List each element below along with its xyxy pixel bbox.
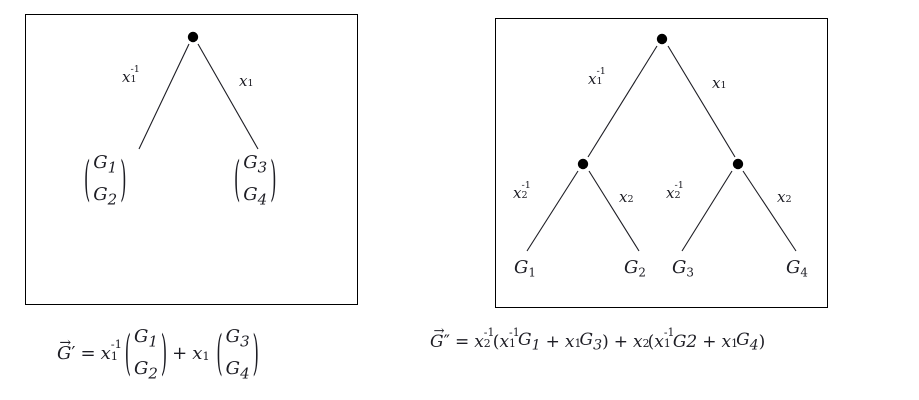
left-equation-lhs: →G′ [57, 335, 76, 365]
right-edge-left-inner-to-G1 [526, 170, 579, 252]
plus-sign-1: + [545, 331, 560, 352]
right-leaf-G1: G1 [514, 257, 536, 280]
right-edge-left-inner-to-G2 [588, 170, 640, 252]
right-edge-root-to-right-inner [667, 45, 736, 158]
equals-sign: = [454, 331, 470, 352]
G4-token: G4 [736, 330, 759, 354]
left-edge-root-to-left [138, 43, 190, 150]
right-edge-root-to-left-inner [587, 45, 658, 158]
vector-right-paren: ) [120, 149, 127, 207]
left-edge-root-to-right [197, 43, 259, 150]
vector-row-1: G1 [93, 152, 118, 177]
right-edge-right-inner-to-G3 [681, 170, 733, 252]
vector-row-2: G2 [133, 357, 158, 383]
left-root-node-dot [187, 31, 199, 43]
left-vector-G1-G2: ( G1 G2 ) [84, 148, 126, 212]
right-root-node-dot [656, 33, 668, 45]
vector-right-paren: ) [270, 149, 277, 207]
vector-right-paren: ) [160, 323, 168, 381]
vector-left-paren: ( [216, 323, 223, 381]
right-leaf-G3: G3 [672, 257, 694, 280]
plus-sign-2: + [702, 331, 717, 352]
vector-row-1: G3 [225, 326, 250, 351]
vector-row-2: G2 [93, 183, 118, 209]
plus-sign: + [172, 343, 188, 365]
right-leaf-G4: G4 [786, 257, 808, 280]
left-equation-vector-2: ( G3 G4 ) [216, 322, 258, 386]
right-edge-right-inner-to-G4 [742, 170, 797, 252]
plus-sign-mid: + [613, 331, 628, 352]
right-tree-box [495, 18, 828, 308]
right-equation-lhs: →G″ [430, 323, 450, 352]
vector-row-1: G1 [133, 326, 158, 351]
vector-row-2: G4 [225, 357, 250, 383]
close-paren-1: ) [602, 331, 609, 352]
right-right-inner-node-dot [732, 158, 744, 170]
vector-right-paren: ) [252, 323, 259, 381]
G2-token-unsubscripted: G2 [672, 331, 698, 352]
right-left-inner-node-dot [577, 158, 589, 170]
G3-token: G3 [579, 330, 603, 354]
right-leaf-G2: G2 [624, 257, 646, 280]
vector-row-2: G4 [243, 183, 268, 209]
vector-left-paren: ( [84, 149, 91, 207]
vector-row-1: G3 [243, 152, 268, 177]
left-tree-edges-svg [138, 31, 259, 150]
open-paren-1: ( [492, 331, 500, 352]
close-paren-2: ) [758, 331, 766, 352]
vector-left-paren: ( [234, 149, 241, 207]
G1-token: G1 [518, 330, 541, 354]
right-tree-edges-svg [526, 33, 797, 252]
left-vector-G3-G4: ( G3 G4 ) [234, 148, 276, 212]
left-tree-box [25, 14, 358, 305]
left-equation-vector-1: ( G1 G2 ) [125, 322, 167, 386]
equals-sign: = [80, 343, 96, 365]
open-paren-2: ( [647, 331, 655, 352]
vector-left-paren: ( [124, 323, 131, 381]
